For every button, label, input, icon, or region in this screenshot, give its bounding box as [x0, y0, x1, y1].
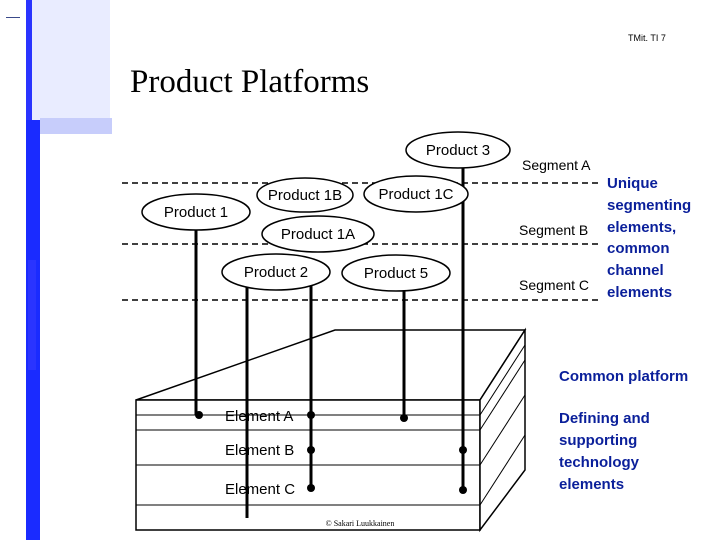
connector-dot: [307, 446, 315, 454]
page-title: Product Platforms: [130, 64, 370, 100]
product-1c-ellipse: [363, 175, 469, 213]
element-label: Element C: [225, 481, 295, 498]
element-label: Element B: [225, 442, 294, 459]
product-1a-ellipse: [261, 215, 375, 253]
defining-note-line: technology: [559, 454, 640, 471]
connector-dot: [307, 411, 315, 419]
product-label: Product 3: [426, 142, 490, 159]
unique-note-line: Unique: [607, 175, 658, 192]
connector-dot: [307, 484, 315, 492]
element-label: Element A: [225, 408, 293, 425]
product-1-ellipse: [141, 193, 251, 231]
product-label: Product 1B: [268, 187, 342, 204]
defining-note-line: supporting: [559, 432, 637, 449]
white-cover: [40, 134, 120, 540]
segment-label: Segment B: [519, 222, 588, 238]
accent-panel: [40, 118, 112, 134]
product-label: Product 2: [244, 264, 308, 281]
product-3-ellipse: [405, 131, 511, 169]
defining-note-line: Defining and: [559, 410, 650, 427]
product-2-ellipse: [221, 253, 331, 291]
product-1b-ellipse: [256, 177, 354, 213]
copyright: © Sakari Luukkainen: [326, 519, 395, 528]
connector-dot: [195, 411, 203, 419]
unique-note-line: segmenting: [607, 197, 691, 214]
segment-label: Segment A: [522, 157, 591, 173]
product-5-ellipse: [341, 254, 451, 292]
connector-dot: [459, 486, 467, 494]
slide-number: TMit. TI 7: [628, 33, 666, 43]
corner-tick: [6, 17, 20, 18]
accent-step-1: [28, 260, 36, 370]
product-label: Product 1: [164, 204, 228, 221]
unique-note-line: common: [607, 240, 670, 257]
defining-note-line: elements: [559, 476, 624, 493]
common-platform-label: Common platform: [559, 368, 688, 385]
connector-dot: [459, 446, 467, 454]
product-label: Product 5: [364, 265, 428, 282]
platform-top: [135, 329, 527, 401]
product-label: Product 1C: [378, 186, 453, 203]
unique-note-line: elements,: [607, 219, 676, 236]
connector-dot: [400, 414, 408, 422]
unique-note-line: channel: [607, 262, 664, 279]
product-label: Product 1A: [281, 226, 355, 243]
unique-note-line: elements: [607, 284, 672, 301]
segment-label: Segment C: [519, 277, 589, 293]
